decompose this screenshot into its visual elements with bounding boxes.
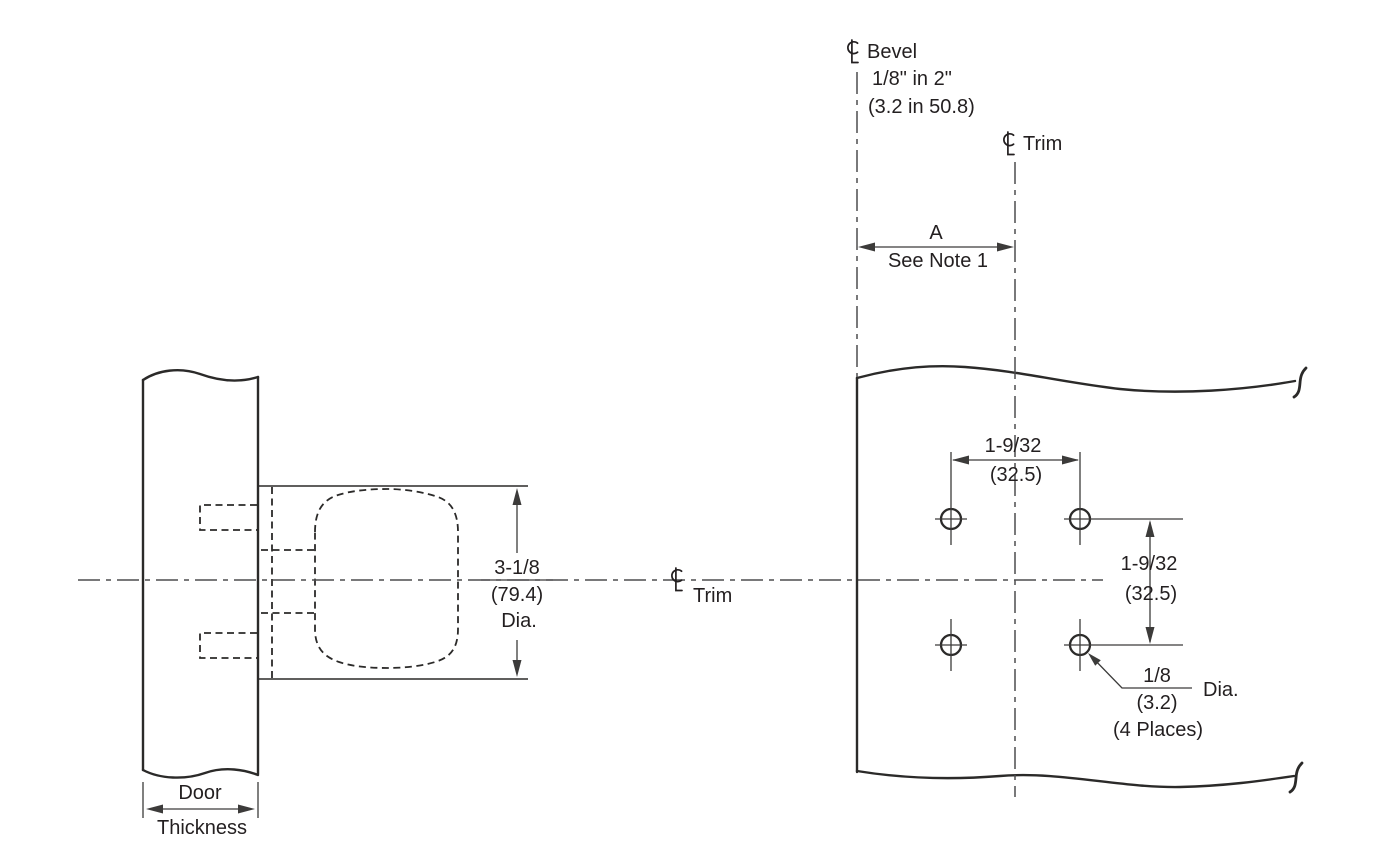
bevel-label: Bevel (867, 41, 918, 63)
door-thickness-line1: Door (178, 782, 222, 804)
trim-centerline-mid-label (669, 566, 684, 598)
dim-a-label: A (929, 222, 943, 244)
dim-horizontal-metric: (32.5) (989, 464, 1043, 486)
hidden-screw-posts (199, 504, 257, 659)
knob-dia-fraction: 3-1/8 (494, 557, 540, 579)
door-thickness-line2: Thickness (156, 817, 248, 839)
hole-callout-dia: Dia. (1203, 679, 1239, 701)
bevel-spec-metric: (3.2 in 50.8) (868, 96, 975, 118)
break-mark-bottom (1288, 761, 1304, 794)
trim-label-mid: Trim (693, 585, 733, 607)
bevel-centerline-label: Bevel (845, 38, 917, 65)
knob-dia-suffix: Dia. (501, 610, 537, 632)
door-front-view (855, 364, 1308, 794)
dim-vertical-fraction: 1-9/32 (1120, 553, 1178, 575)
door-side-view (141, 368, 260, 779)
knob-hidden-outline (314, 488, 459, 669)
dim-vertical-metric: (32.5) (1124, 583, 1178, 605)
dim-horizontal-lines (952, 455, 1079, 465)
dim-a-lines (858, 242, 1014, 252)
trim-rose-side-view (259, 485, 528, 680)
trim-centerline-top-label: Trim (1001, 130, 1062, 157)
break-mark-top (1292, 366, 1308, 399)
hole-callout-leader (1088, 653, 1192, 689)
hole-callout-fraction: 1/8 (1143, 665, 1171, 687)
dim-vertical-lines (1145, 520, 1155, 644)
centerline-icon (1001, 130, 1016, 157)
dim-a-note: See Note 1 (887, 250, 989, 272)
centerline-icon (669, 566, 684, 593)
centerline-icon (845, 38, 860, 65)
mounting-holes (935, 452, 1183, 671)
knob-dia-metric: (79.4) (490, 584, 544, 606)
hole-callout-places: (4 Places) (1112, 719, 1204, 741)
bevel-spec-inch: 1/8" in 2" (872, 68, 952, 90)
dim-horizontal-fraction: 1-9/32 (984, 435, 1042, 457)
hole-callout-metric: (3.2) (1136, 692, 1178, 714)
trim-label-top: Trim (1023, 133, 1063, 155)
door-thickness-dimension-lines (142, 782, 259, 818)
knob-dia-dimension-lines (481, 488, 553, 677)
